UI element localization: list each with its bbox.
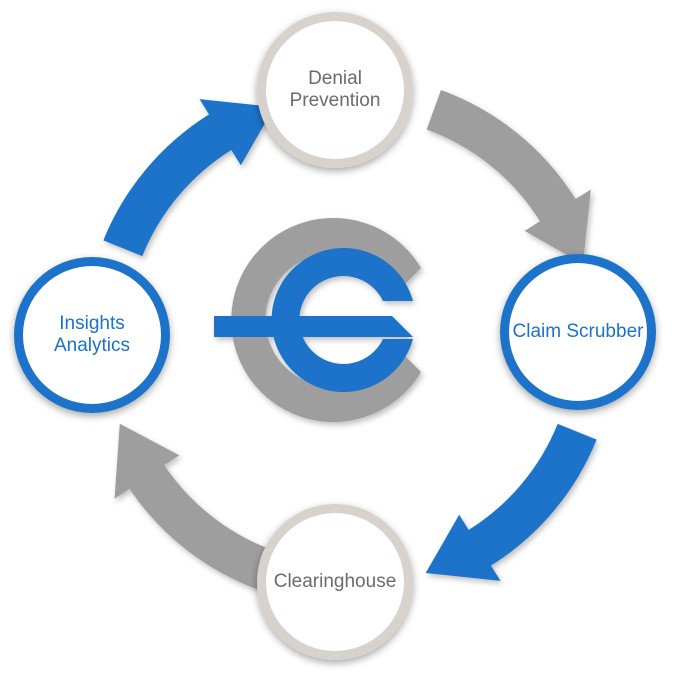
arrow-left-to-top xyxy=(103,99,275,257)
company-logo xyxy=(214,218,421,423)
node-right: Claim Scrubber xyxy=(500,254,656,410)
arrow-bottom-to-left xyxy=(114,423,274,590)
node-face xyxy=(266,513,404,651)
node-face xyxy=(266,21,404,159)
arrow-right-to-bottom xyxy=(425,423,597,581)
node-label: Clearinghouse xyxy=(274,571,397,592)
node-bottom: Clearinghouse xyxy=(257,504,413,660)
cycle-arrows xyxy=(103,90,597,590)
logo-bar xyxy=(214,316,413,337)
node-label: Insights xyxy=(59,313,124,334)
node-label: Prevention xyxy=(290,90,381,111)
node-face xyxy=(23,266,161,404)
node-label: Analytics xyxy=(54,335,130,356)
node-label: Claim Scrubber xyxy=(513,321,645,342)
node-label: Denial xyxy=(308,68,362,89)
logo-inner-arc xyxy=(271,248,413,392)
arrow-top-to-right xyxy=(426,90,591,265)
node-face xyxy=(509,263,647,401)
